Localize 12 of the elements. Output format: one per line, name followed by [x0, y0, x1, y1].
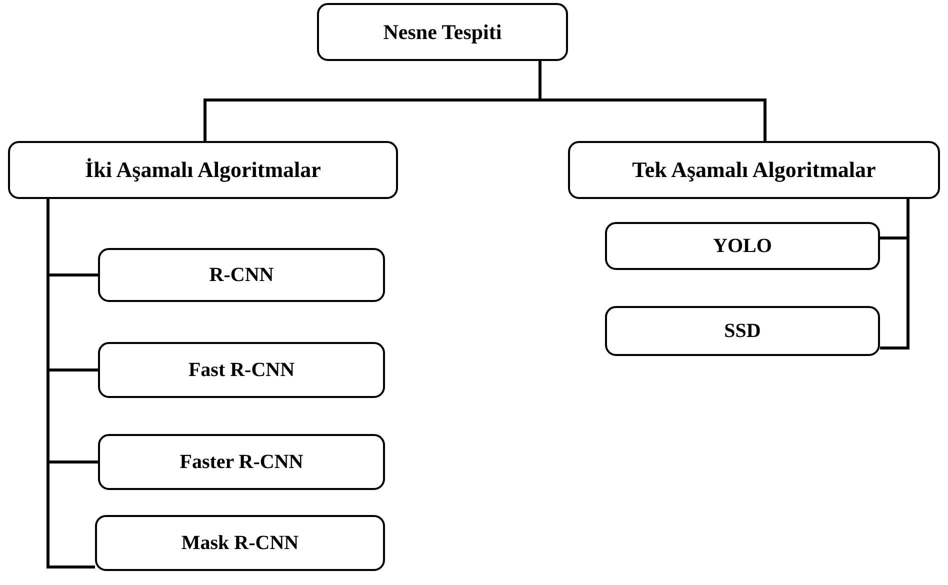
- connector-line: [46, 199, 95, 568]
- category-box: Faster R-CNN: [98, 434, 385, 490]
- category-box: R-CNN: [98, 248, 385, 302]
- category-box: YOLO: [605, 222, 880, 270]
- category-box: SSD: [605, 306, 880, 356]
- category-box: Tek Aşamalı Algoritmalar: [568, 141, 940, 199]
- connector-line: [538, 61, 766, 141]
- connector-line: [880, 199, 910, 350]
- category-box: İki Aşamalı Algoritmalar: [8, 141, 398, 199]
- category-box: Nesne Tespiti: [317, 3, 568, 61]
- category-box: Mask R-CNN: [95, 515, 385, 571]
- category-box: Fast R-CNN: [98, 342, 385, 398]
